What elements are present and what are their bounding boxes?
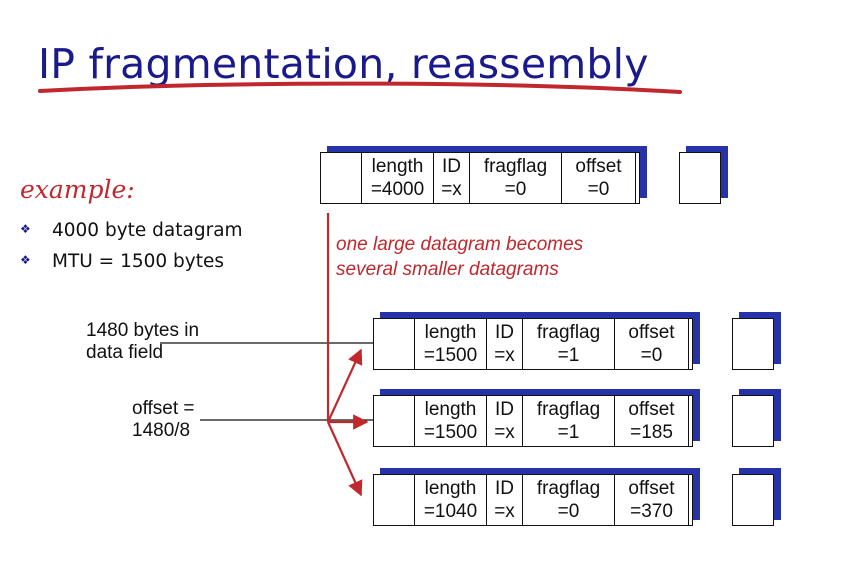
id-field: ID=x — [486, 319, 522, 369]
length-field: length=1500 — [414, 319, 486, 369]
original-datagram: length=4000 ID=x fragflag=0 offset=0 — [320, 146, 728, 212]
bullet-item: ❖ 4000 byte datagram — [20, 216, 243, 247]
length-field: length=1040 — [414, 475, 486, 525]
id-field: ID=x — [486, 396, 522, 446]
fragflag-field: fragflag=0 — [522, 475, 614, 525]
datagram-header: length=4000 ID=x fragflag=0 offset=0 — [320, 152, 640, 204]
datagram-header: length=1040 ID=x fragflag=0 offset=370 — [373, 474, 693, 526]
example-label: example: — [20, 175, 135, 204]
fragment-1: length=1500 ID=x fragflag=1 offset=0 — [373, 312, 781, 378]
diamond-bullet-icon: ❖ — [20, 222, 31, 236]
length-field: length=4000 — [361, 153, 433, 203]
datagram-tail — [732, 318, 774, 370]
fragflag-field: fragflag=0 — [469, 153, 561, 203]
id-field: ID=x — [486, 475, 522, 525]
offset-annotation: offset = 1480/8 — [132, 398, 195, 441]
bullet-text: 4000 byte datagram — [52, 220, 243, 241]
datagram-header: length=1500 ID=x fragflag=1 offset=185 — [373, 395, 693, 447]
fragment-2: length=1500 ID=x fragflag=1 offset=185 — [373, 389, 781, 455]
datagram-header: length=1500 ID=x fragflag=1 offset=0 — [373, 318, 693, 370]
diamond-bullet-icon: ❖ — [20, 253, 31, 267]
id-field: ID=x — [433, 153, 469, 203]
offset-field: offset=370 — [614, 475, 688, 525]
fragment-3: length=1040 ID=x fragflag=0 offset=370 — [373, 468, 781, 534]
offset-field: offset=185 — [614, 396, 688, 446]
offset-field: offset=0 — [614, 319, 688, 369]
datagram-tail — [732, 395, 774, 447]
datagram-tail — [679, 152, 721, 204]
bullet-list: ❖ 4000 byte datagram ❖ MTU = 1500 bytes — [20, 216, 243, 278]
bullet-item: ❖ MTU = 1500 bytes — [20, 247, 243, 278]
fragflag-field: fragflag=1 — [522, 396, 614, 446]
offset-field: offset=0 — [561, 153, 635, 203]
length-field: length=1500 — [414, 396, 486, 446]
fragflag-field: fragflag=1 — [522, 319, 614, 369]
fragmentation-note: one large datagram becomes several small… — [336, 234, 584, 280]
bullet-text: MTU = 1500 bytes — [52, 251, 224, 272]
data-field-annotation: 1480 bytes in data field — [86, 320, 200, 363]
slide-title: IP fragmentation, reassembly — [38, 40, 649, 88]
datagram-tail — [732, 474, 774, 526]
title-underline — [38, 81, 682, 94]
